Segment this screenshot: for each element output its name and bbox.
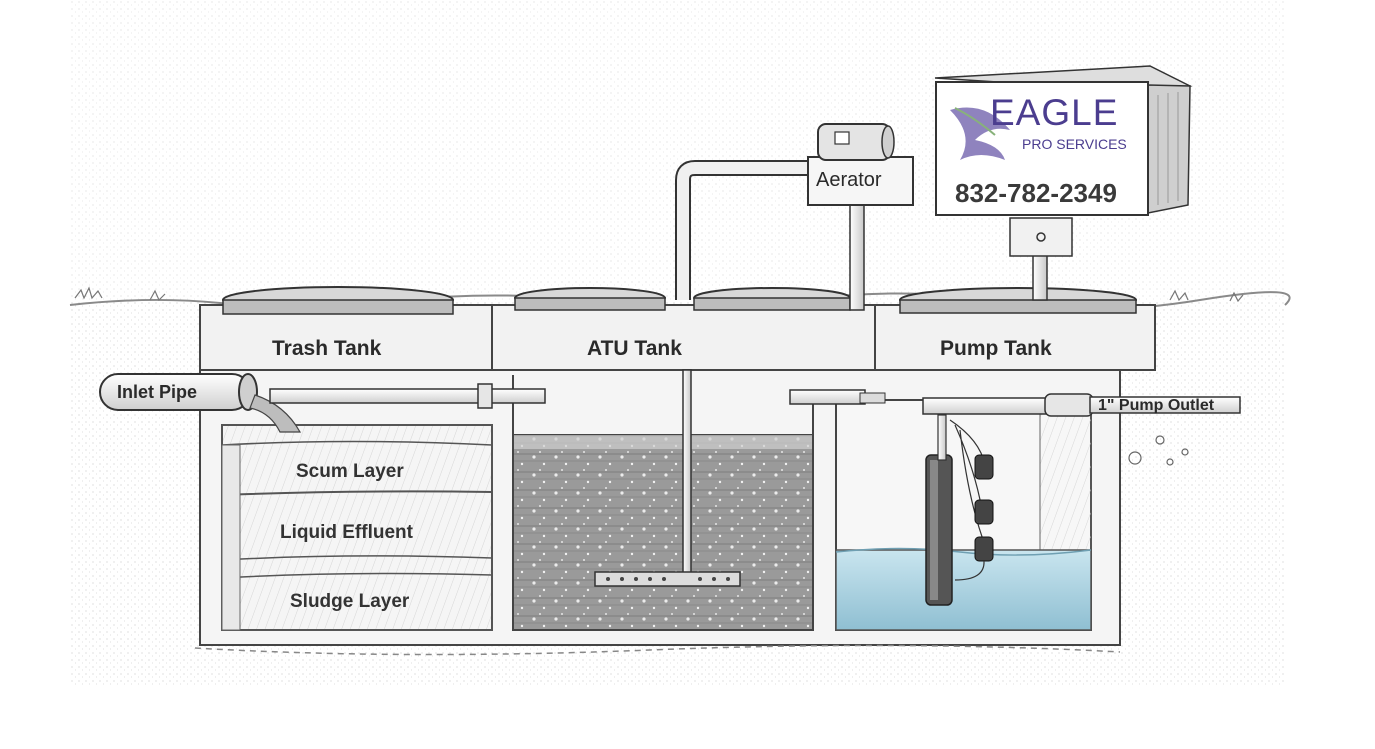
aerator-label: Aerator: [816, 169, 882, 191]
atu-tank-label: ATU Tank: [587, 337, 682, 360]
control-panel-sign: [934, 65, 1193, 301]
atu-tank-interior: [512, 375, 814, 631]
inlet-pipe: [99, 373, 302, 433]
sign-phone: 832-782-2349: [955, 178, 1117, 208]
liquid-effluent-label: Liquid Effluent: [280, 522, 413, 543]
aerator-unit: [807, 123, 914, 311]
sign-brand: EAGLE: [990, 92, 1119, 133]
transfer-pipe: [269, 383, 886, 409]
pump-tank-water: [835, 549, 1092, 631]
tank-lids: [222, 286, 1137, 315]
trash-tank-interior: [221, 424, 493, 631]
eagle-logo-swoosh: [950, 107, 1010, 160]
pump-tank-interior: [835, 399, 1092, 631]
trash-tank-label: Trash Tank: [272, 337, 382, 360]
sludge-layer-label: Sludge Layer: [290, 591, 410, 612]
air-line: [594, 160, 815, 587]
pump-outlet-pipe: [1089, 396, 1241, 466]
scum-layer-label: Scum Layer: [296, 461, 404, 482]
pump-tank-label: Pump Tank: [940, 337, 1052, 360]
pump-outlet-label: 1" Pump Outlet: [1098, 397, 1215, 414]
submersible-pump: [922, 393, 1094, 606]
inlet-pipe-label: Inlet Pipe: [117, 382, 198, 402]
sign-tagline: PRO SERVICES: [1022, 136, 1127, 152]
